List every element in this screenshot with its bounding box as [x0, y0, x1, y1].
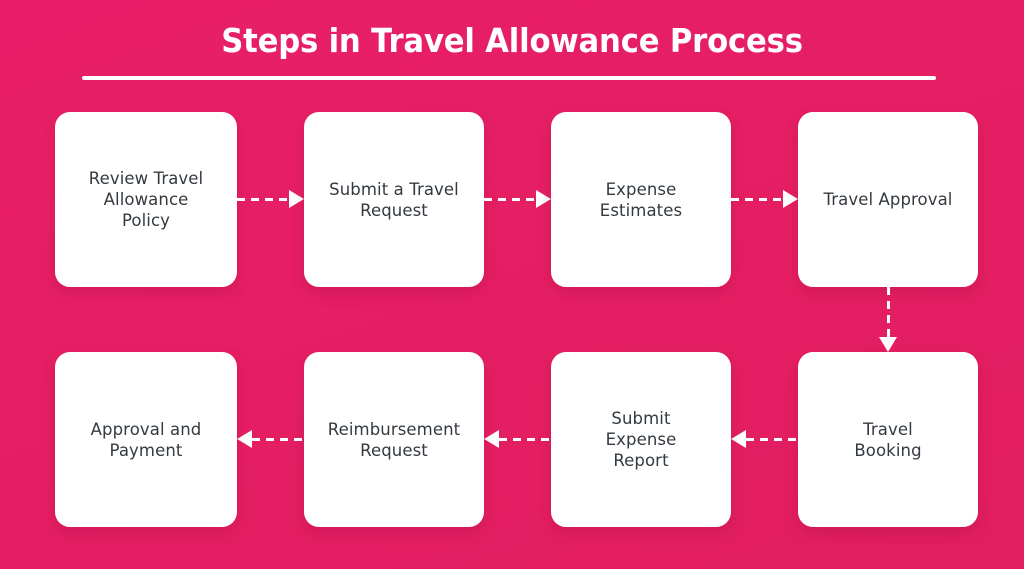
arrow-connector-3-to-4: [731, 190, 798, 208]
flow-node-label: Submit Expense Report: [605, 409, 677, 470]
flow-node-approval-and-payment[interactable]: Approval and Payment: [55, 352, 237, 527]
dashed-line: [746, 437, 798, 441]
flow-node-label: Approval and Payment: [90, 419, 202, 460]
page-title: Steps in Travel Allowance Process: [221, 21, 803, 60]
flow-node-label: Expense Estimates: [599, 179, 683, 220]
flow-node-travel-approval[interactable]: Travel Approval: [798, 112, 978, 287]
dashed-line: [499, 437, 551, 441]
flow-node-travel-booking[interactable]: Travel Booking: [798, 352, 978, 527]
arrow-connector-1-to-2: [237, 190, 304, 208]
arrowhead-left-icon: [731, 430, 746, 448]
title-underline-rule: [82, 76, 936, 80]
flow-node-review-travel-allowance-policy[interactable]: Review Travel Allowance Policy: [55, 112, 237, 287]
arrow-connector-7-to-8: [237, 430, 304, 448]
arrowhead-right-icon: [783, 190, 798, 208]
flow-node-expense-estimates[interactable]: Expense Estimates: [551, 112, 731, 287]
dashed-line: [731, 197, 783, 201]
arrow-connector-6-to-7: [484, 430, 551, 448]
flow-node-label: Submit a Travel Request: [329, 179, 459, 220]
arrowhead-right-icon: [289, 190, 304, 208]
flow-node-label: Travel Booking: [854, 419, 922, 460]
arrow-connector-4-to-5: [879, 287, 897, 352]
dashed-line: [484, 197, 536, 201]
arrow-connector-5-to-6: [731, 430, 798, 448]
arrowhead-right-icon: [536, 190, 551, 208]
flow-node-submit-a-travel-request[interactable]: Submit a Travel Request: [304, 112, 484, 287]
arrow-connector-2-to-3: [484, 190, 551, 208]
flow-node-submit-expense-report[interactable]: Submit Expense Report: [551, 352, 731, 527]
arrowhead-left-icon: [237, 430, 252, 448]
flow-node-label: Reimbursement Request: [327, 419, 461, 460]
arrowhead-down-icon: [879, 337, 897, 352]
flow-node-label: Review Travel Allowance Policy: [88, 169, 204, 230]
flow-node-reimbursement-request[interactable]: Reimbursement Request: [304, 352, 484, 527]
header: Steps in Travel Allowance Process: [0, 0, 1024, 96]
dashed-line: [252, 437, 304, 441]
arrowhead-left-icon: [484, 430, 499, 448]
flow-node-label: Travel Approval: [823, 190, 953, 209]
dashed-line: [237, 197, 289, 201]
dashed-line: [886, 287, 890, 337]
